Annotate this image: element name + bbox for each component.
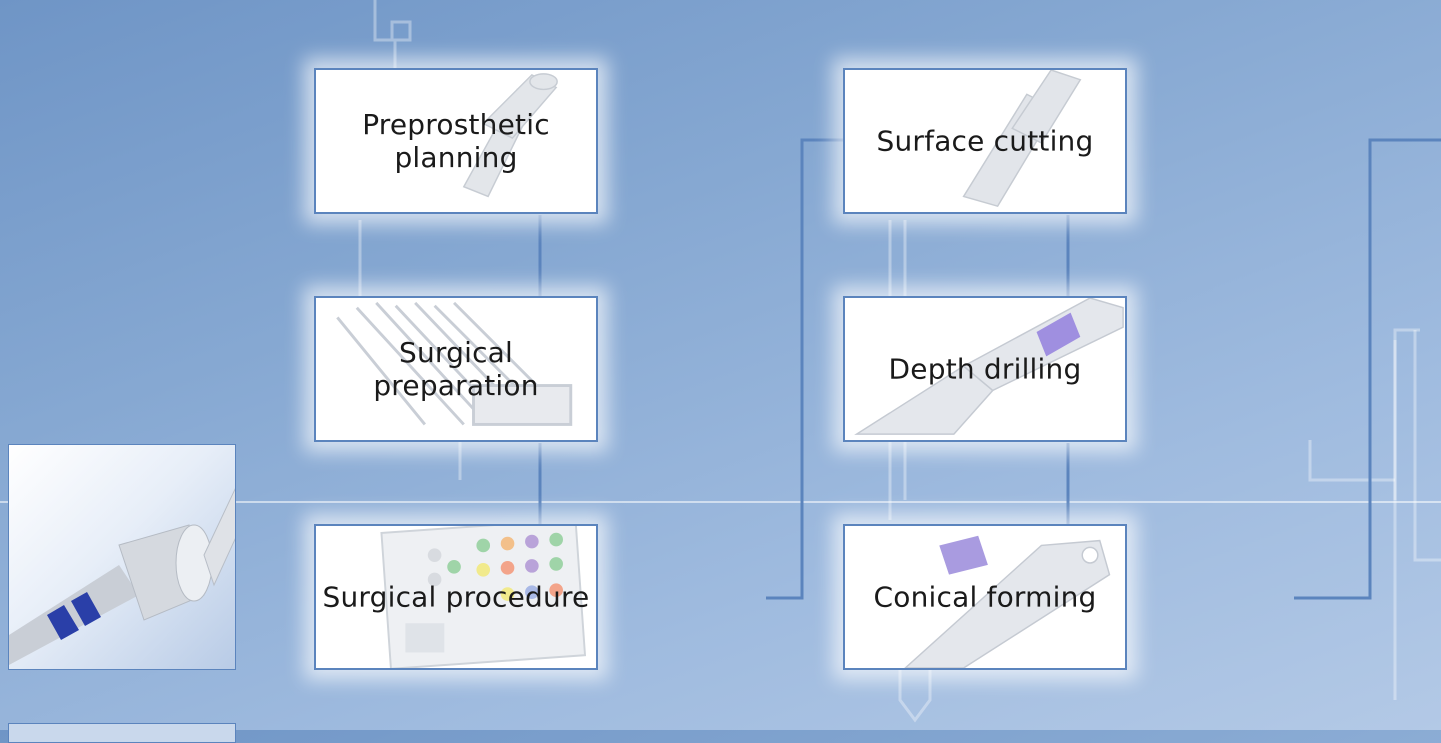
step-surgical-preparation: Surgical preparation (314, 296, 598, 442)
step-conical-forming: Conical forming (843, 524, 1127, 670)
instrument-tray-illustration (336, 301, 573, 426)
step-label: Surgical preparation (373, 336, 539, 402)
step-preprosthetic-planning: Preprosthetic planning (314, 68, 598, 214)
step-label: Surface cutting (876, 124, 1094, 158)
step-label: Depth drilling (888, 352, 1082, 386)
connector-conical-next (1294, 138, 1441, 600)
abutment-illustration (462, 73, 558, 198)
conical-former-illustration (904, 535, 1111, 668)
step-label: Surgical procedure (322, 580, 590, 614)
connector-procedure-surface-cutting (766, 138, 843, 600)
step-surgical-procedure: Surgical procedure (314, 524, 598, 670)
drill-thumbnail-image (9, 488, 235, 665)
step-label: Preprosthetic planning (362, 108, 550, 174)
surgical-kit-illustration (380, 526, 587, 668)
surface-cutter-illustration (962, 70, 1082, 208)
secondary-thumbnail (8, 723, 236, 743)
step-depth-drilling: Depth drilling (843, 296, 1127, 442)
depth-drill-illustration (854, 298, 1124, 435)
step-surface-cutting: Surface cutting (843, 68, 1127, 214)
drill-thumbnail (8, 444, 236, 670)
step-label: Conical forming (873, 580, 1097, 614)
